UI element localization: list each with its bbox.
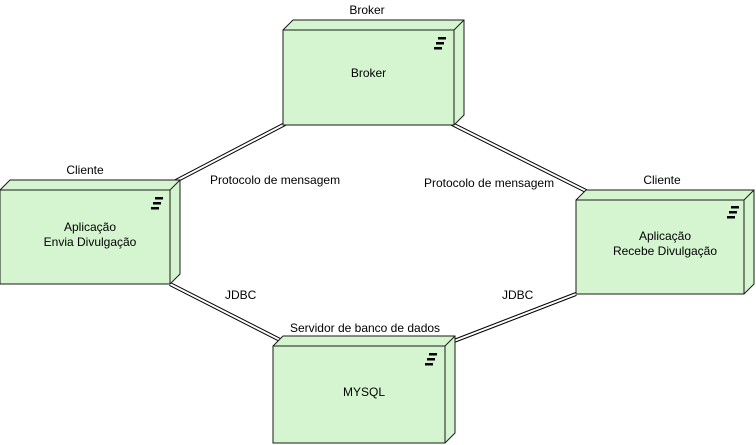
connector-envia-mysql[interactable] (169, 282, 283, 343)
connector-label-broker-recebe: Protocolo de mensagem (424, 176, 555, 190)
node-cliente-envia[interactable] (0, 179, 181, 285)
cliente-recebe-node-line1: Aplicação (638, 229, 692, 243)
node-mysql[interactable] (272, 335, 456, 444)
node-broker[interactable] (282, 19, 465, 126)
cliente-recebe-node-text: Aplicação Recebe Divulgação (576, 229, 754, 259)
node-icon (727, 206, 739, 219)
broker-node-name: Broker (350, 66, 387, 80)
cliente-envia-node-text: Aplicação Envia Divulgação (0, 220, 180, 250)
connector-broker-envia[interactable] (171, 122, 286, 185)
cliente-envia-stereotype-label: Cliente (66, 163, 104, 177)
node-icon (425, 353, 437, 366)
node-cliente-recebe[interactable] (575, 189, 755, 295)
connector-label-envia-mysql: JDBC (225, 288, 257, 302)
mysql-node-text: MYSQL (273, 385, 455, 400)
broker-node-text: Broker (283, 66, 454, 81)
connector-label-recebe-mysql: JDBC (502, 288, 534, 302)
cliente-envia-node-line2: Envia Divulgação (43, 235, 137, 249)
broker-stereotype-label: Broker (349, 3, 385, 17)
node-icon (151, 197, 163, 210)
connector-label-broker-envia: Protocolo de mensagem (210, 173, 341, 187)
connector-broker-recebe[interactable] (451, 122, 589, 194)
cliente-recebe-stereotype-label: Cliente (643, 173, 681, 187)
cliente-envia-node-line1: Aplicação (63, 220, 117, 234)
mysql-node-name: MYSQL (342, 385, 385, 399)
connector-recebe-mysql[interactable] (453, 292, 577, 343)
cliente-recebe-node-line2: Recebe Divulgação (612, 244, 718, 258)
node-icon (434, 37, 446, 50)
mysql-stereotype-label: Servidor de banco de dados (289, 321, 441, 335)
